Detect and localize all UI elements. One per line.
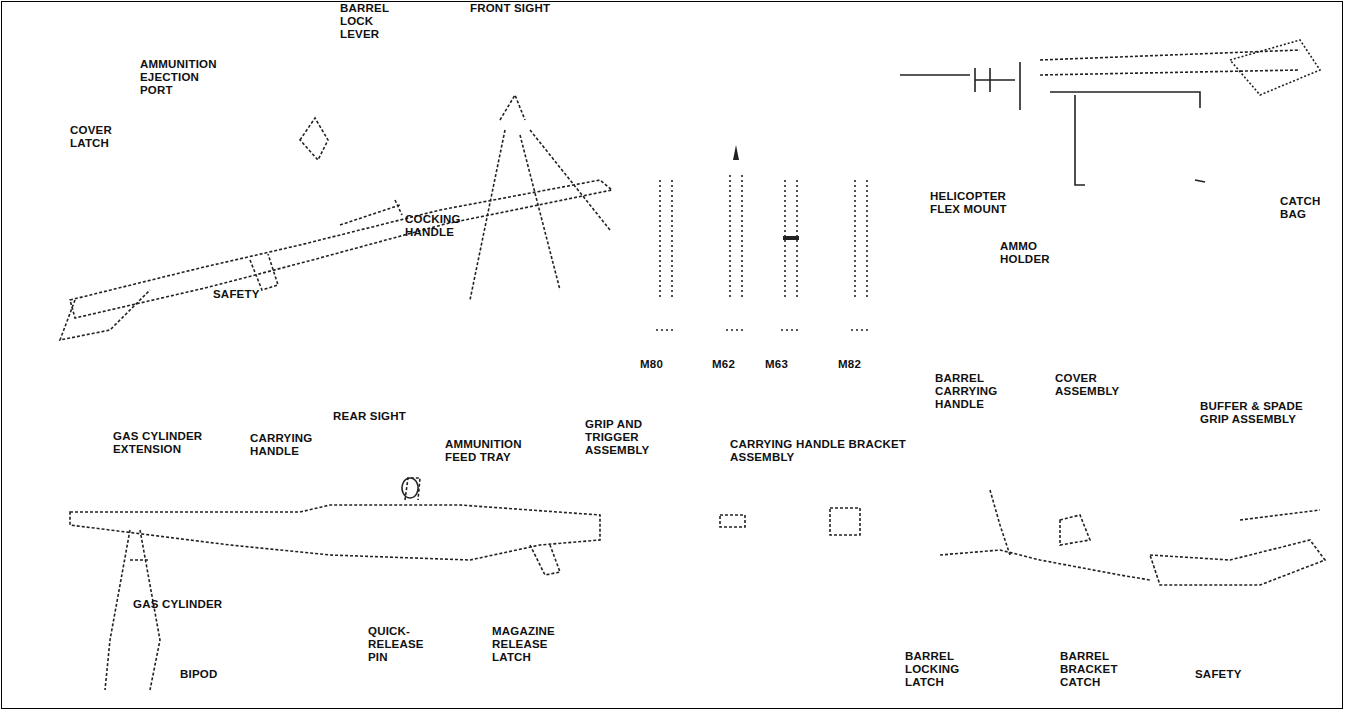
part-label: HELICOPTER FLEX MOUNT	[930, 190, 1025, 216]
part-label: SAFETY	[1195, 668, 1242, 681]
part-label: BARREL BRACKET CATCH	[1060, 650, 1140, 689]
part-label: M62	[712, 358, 735, 371]
part-label: M82	[838, 358, 861, 371]
part-label: CARRYING HANDLE BRACKET ASSEMBLY	[730, 438, 940, 464]
part-label: QUICK-RELEASE PIN	[368, 625, 433, 664]
part-label: BARREL LOCK LEVER	[340, 2, 400, 41]
part-label: MAGAZINE RELEASE LATCH	[492, 625, 577, 664]
part-label: M80	[640, 358, 663, 371]
part-label: COVER LATCH	[70, 124, 125, 150]
part-label: AMMUNITION FEED TRAY	[445, 438, 555, 464]
part-label: AMMUNITION EJECTION PORT	[140, 58, 230, 97]
part-label: SAFETY	[213, 288, 260, 301]
part-label: REAR SIGHT	[333, 410, 406, 423]
part-label: BUFFER & SPADE GRIP ASSEMBLY	[1200, 400, 1315, 426]
part-label: BARREL CARRYING HANDLE	[935, 372, 1015, 411]
part-label: GAS CYLINDER EXTENSION	[113, 430, 233, 456]
part-label: GAS CYLINDER	[133, 598, 222, 611]
part-label: M63	[765, 358, 788, 371]
part-label: CATCH BAG	[1280, 195, 1335, 221]
part-label: COVER ASSEMBLY	[1055, 372, 1145, 398]
part-label: AMMO HOLDER	[1000, 240, 1065, 266]
part-label: BARREL LOCKING LATCH	[905, 650, 980, 689]
part-label: CARRYING HANDLE	[250, 432, 325, 458]
part-label: BIPOD	[180, 668, 217, 681]
part-label: COCKING HANDLE	[405, 213, 480, 239]
part-label: FRONT SIGHT	[470, 2, 550, 15]
part-label: GRIP AND TRIGGER ASSEMBLY	[585, 418, 670, 457]
